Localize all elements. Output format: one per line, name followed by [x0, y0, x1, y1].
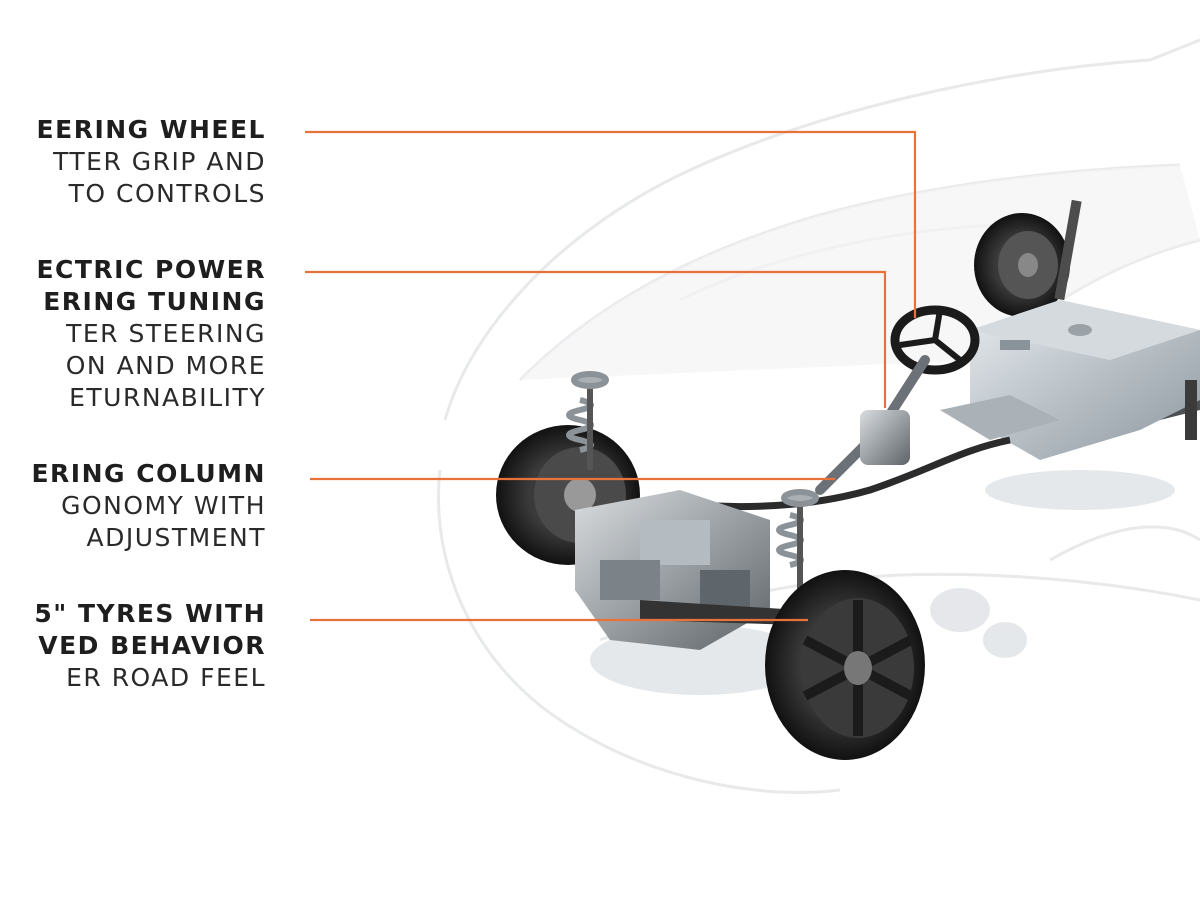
- eps-motor: [860, 410, 910, 465]
- feature-desc: ETURNABILITY: [69, 383, 266, 412]
- feature-steering-wheel: EERING WHEEL TTER GRIP AND TO CONTROLS: [37, 114, 266, 210]
- drive-unit: [575, 490, 770, 650]
- feature-desc: TER STEERING: [66, 319, 266, 348]
- feature-title: ERING COLUMN: [31, 459, 266, 488]
- feature-desc: ER ROAD FEEL: [66, 663, 266, 692]
- feature-desc: ON AND MORE: [65, 351, 266, 380]
- front-right-spring: [776, 489, 819, 590]
- feature-desc: ADJUSTMENT: [86, 523, 266, 552]
- front-left-spring: [566, 371, 609, 470]
- callout-line-eps-tuning: [305, 270, 887, 408]
- feature-desc: TO CONTROLS: [68, 179, 266, 208]
- feature-desc: GONOMY WITH: [61, 491, 266, 520]
- feature-desc: TTER GRIP AND: [53, 147, 266, 176]
- feature-title: ERING TUNING: [43, 287, 266, 316]
- feature-title: EERING WHEEL: [36, 115, 266, 144]
- steering-wheel: [890, 305, 980, 375]
- rear-right-shock: [1185, 380, 1197, 440]
- callout-line-steering-wheel: [305, 130, 917, 318]
- front-right-wheel: [765, 570, 925, 760]
- callout-lines: [305, 130, 917, 622]
- feature-title: ECTRIC POWER: [36, 255, 266, 284]
- front-axle: [640, 600, 800, 625]
- feature-steering-column: ERING COLUMN GONOMY WITH ADJUSTMENT: [31, 458, 266, 554]
- rear-left-wheel: [974, 199, 1082, 317]
- feature-title: VED BEHAVIOR: [38, 631, 266, 660]
- battery-pack: [940, 300, 1200, 460]
- feature-eps-tuning: ECTRIC POWER ERING TUNING TER STEERING O…: [36, 254, 266, 414]
- feature-title: 5" TYRES WITH: [34, 599, 266, 628]
- feature-tyres: 5" TYRES WITH VED BEHAVIOR ER ROAD FEEL: [34, 598, 266, 694]
